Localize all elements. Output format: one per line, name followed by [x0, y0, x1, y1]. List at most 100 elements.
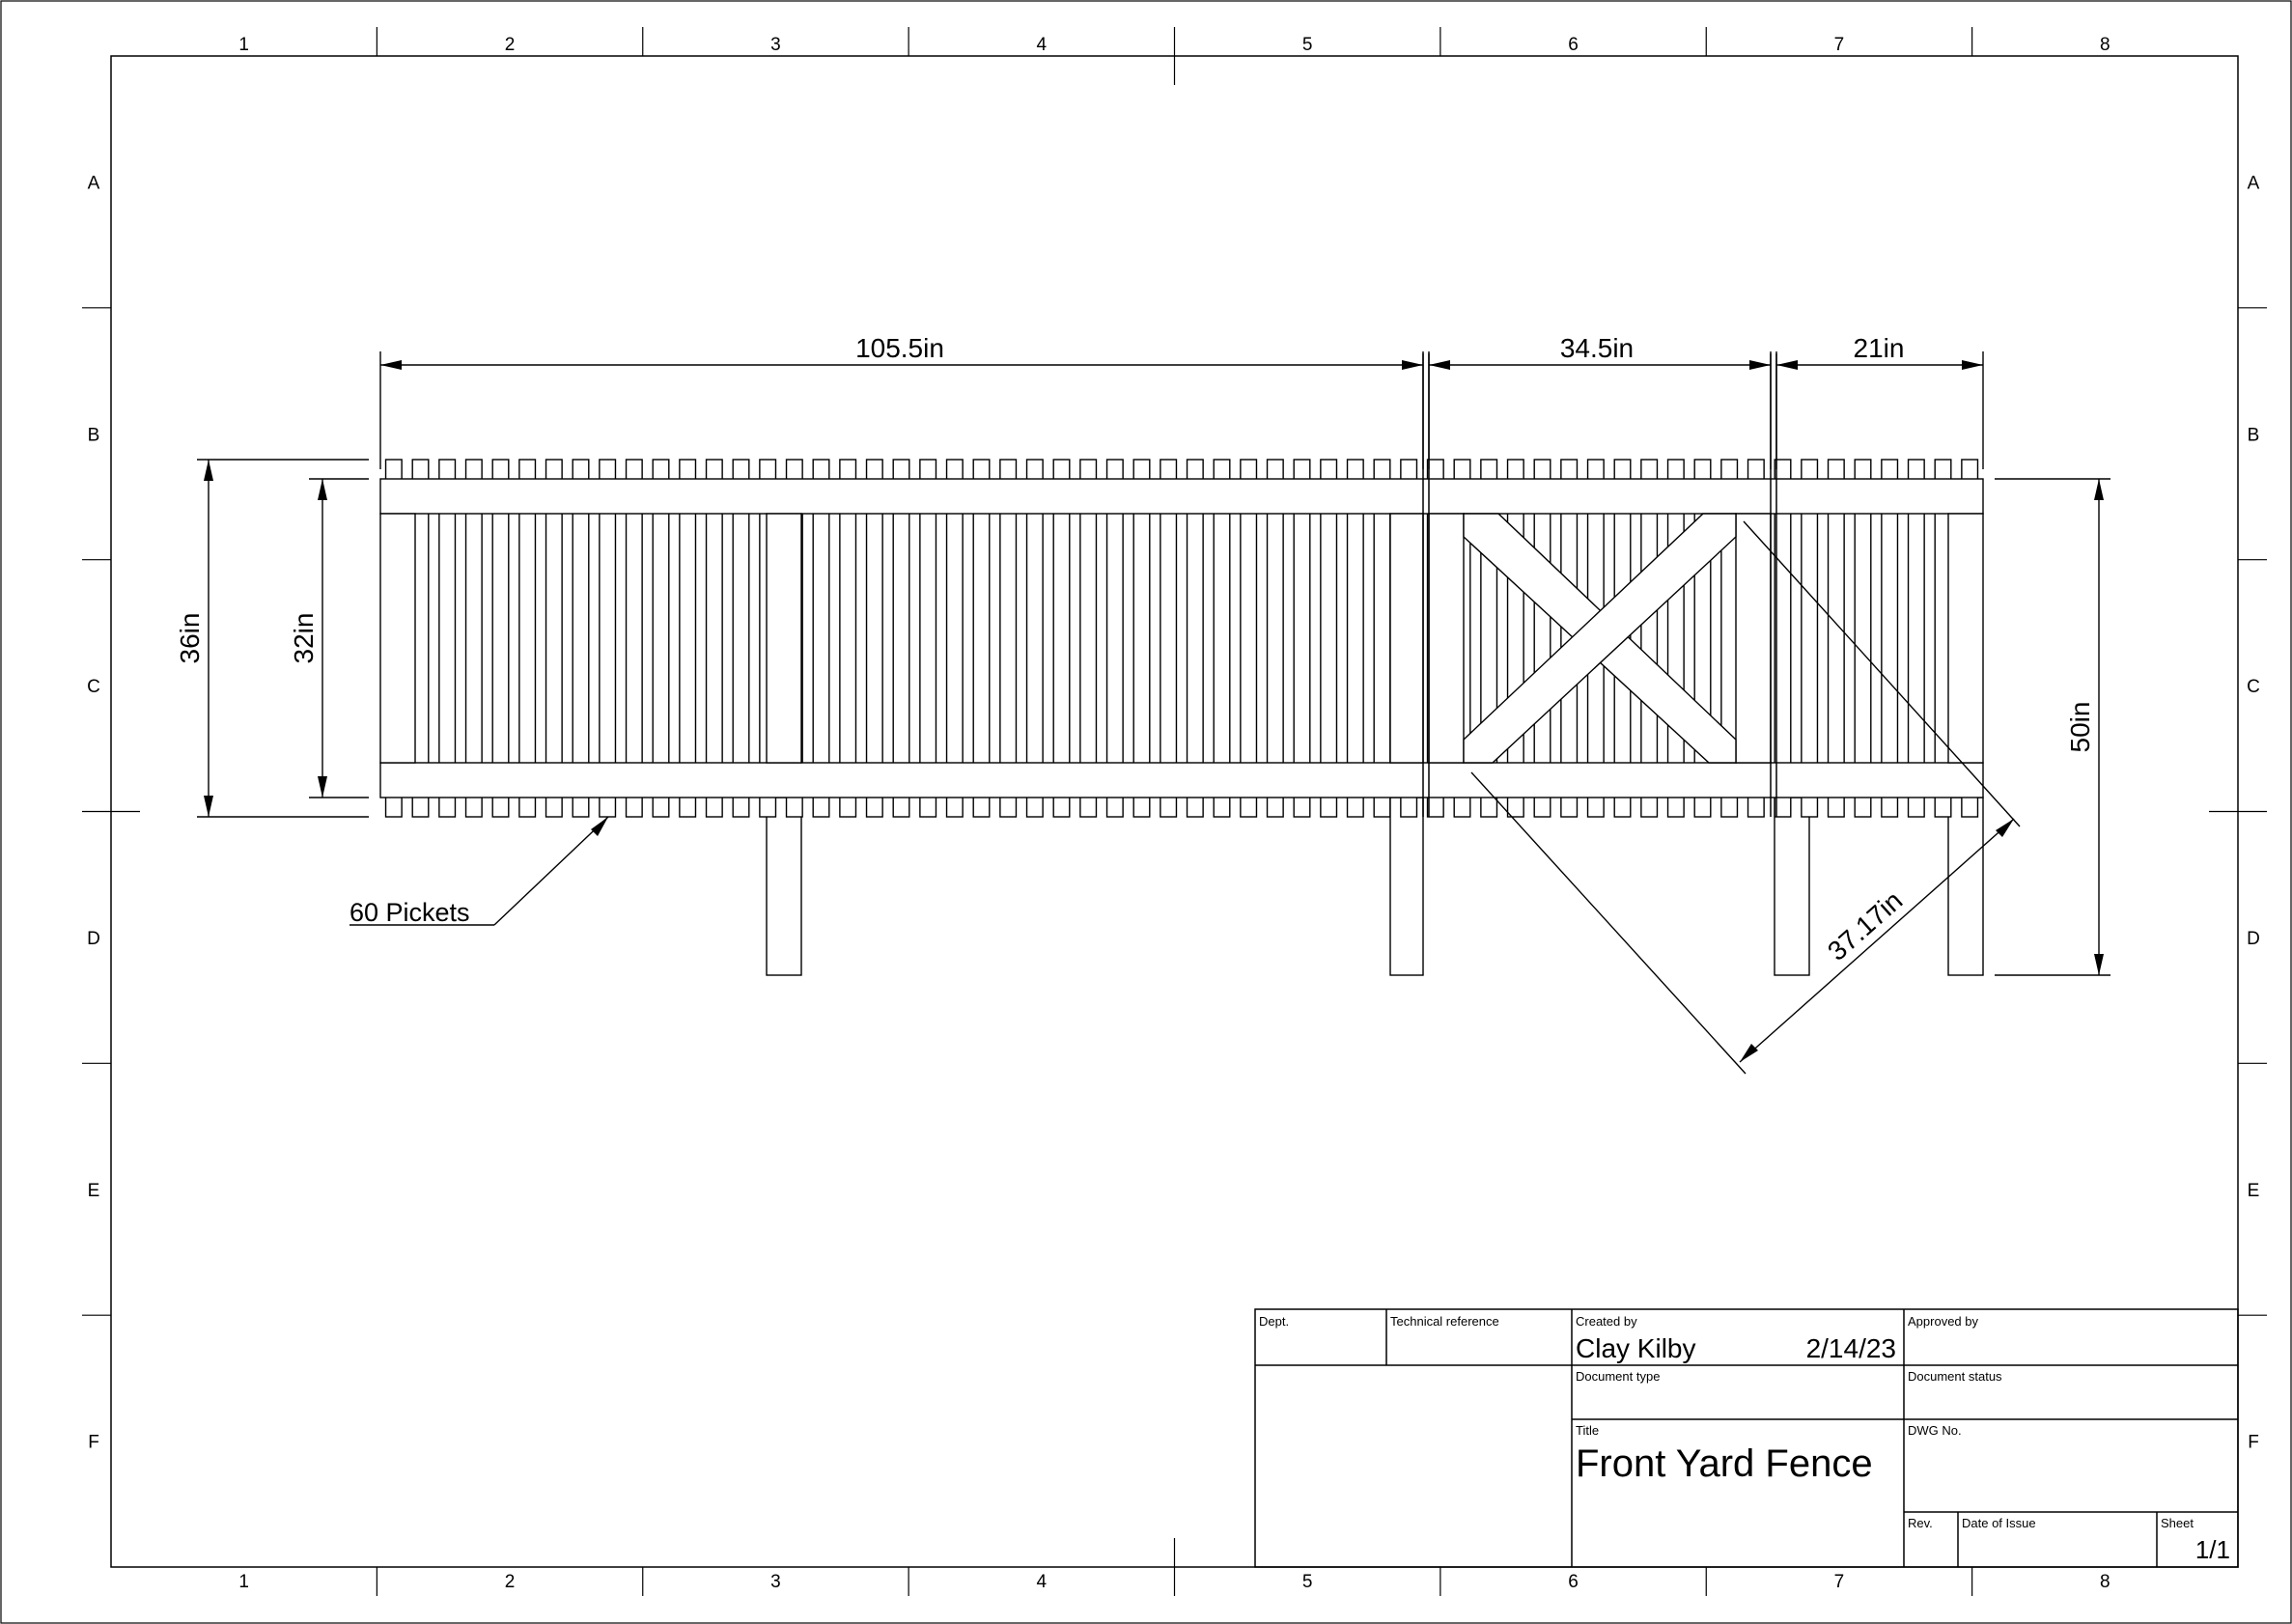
fence-elevation	[379, 353, 1984, 976]
zone-label-row: D	[87, 929, 100, 949]
picket	[1801, 459, 1819, 818]
picket	[1105, 459, 1124, 818]
dim-label-34: 34.5in	[1560, 333, 1634, 363]
gate-stile	[1428, 513, 1465, 764]
fence-post	[1947, 797, 1984, 976]
zone-label-col: 3	[770, 35, 781, 55]
fence-post	[1389, 797, 1424, 976]
picket	[1160, 459, 1178, 818]
sheet-value: 1/1	[2195, 1535, 2230, 1564]
end-board	[1389, 513, 1424, 764]
zone-label-col: 1	[238, 35, 249, 55]
picket	[464, 459, 483, 818]
zone-label-col: 3	[770, 1572, 781, 1592]
zone-label-col: 4	[1037, 35, 1048, 55]
picket	[892, 459, 910, 818]
picket	[1881, 459, 1899, 818]
dim-label-37: 37.17in	[1822, 885, 1908, 966]
picket	[1640, 459, 1659, 818]
zone-label-row: B	[88, 425, 100, 445]
picket	[705, 459, 723, 818]
picket	[1052, 459, 1071, 818]
picket	[732, 459, 750, 818]
zone-label-col: 7	[1834, 1572, 1845, 1592]
zone-label-row: A	[2248, 173, 2260, 193]
picket	[1774, 459, 1792, 818]
zone-label-col: 2	[505, 1572, 516, 1592]
rev-label: Rev.	[1908, 1516, 1933, 1530]
zone-label-col: 5	[1302, 1572, 1313, 1592]
dim-label-32: 32in	[289, 613, 319, 664]
picket	[518, 459, 537, 818]
zone-label-row: B	[2248, 425, 2260, 445]
created-by-label: Created by	[1576, 1314, 1637, 1329]
picket	[1266, 459, 1284, 818]
bottom-rail	[379, 762, 1984, 798]
picket	[1907, 459, 1925, 818]
sheet-label: Sheet	[2161, 1516, 2194, 1530]
zone-label-row: E	[88, 1181, 100, 1201]
fence-post	[1774, 797, 1810, 976]
picket	[1132, 459, 1151, 818]
picket	[865, 459, 883, 818]
picket	[679, 459, 697, 818]
picket	[1293, 459, 1311, 818]
zone-label-col: 6	[1568, 1572, 1579, 1592]
picket	[1854, 459, 1872, 818]
picket	[1186, 459, 1204, 818]
dim-line-37	[1739, 818, 2015, 1063]
picket	[438, 459, 457, 818]
approved-by-label: Approved by	[1908, 1314, 1978, 1329]
picket	[1346, 459, 1364, 818]
zone-label-col: 4	[1037, 1572, 1048, 1592]
gate-brace	[1463, 513, 1737, 764]
end-board	[379, 513, 416, 764]
top-rail	[379, 478, 1984, 515]
zone-label-col: 8	[2100, 1572, 2110, 1592]
zone-label-col: 7	[1834, 35, 1845, 55]
picket	[1320, 459, 1338, 818]
zone-label-row: C	[87, 677, 100, 697]
title-block: Dept. Technical reference Created by Cla…	[1254, 1308, 2239, 1568]
picket	[625, 459, 643, 818]
picket	[1025, 459, 1044, 818]
picket	[972, 459, 991, 818]
dim-label-50: 50in	[2065, 702, 2095, 753]
picket	[1213, 459, 1231, 818]
zone-label-col: 6	[1568, 35, 1579, 55]
mid-post-board	[766, 513, 802, 764]
dim-label-21: 21in	[1854, 333, 1905, 363]
doc-status-label: Document status	[1908, 1369, 2002, 1384]
zone-label-row: D	[2247, 929, 2260, 949]
picket	[919, 459, 937, 818]
picket	[491, 459, 510, 818]
zone-label-col: 8	[2100, 35, 2110, 55]
zone-label-row: F	[2248, 1433, 2259, 1453]
title-label: Title	[1576, 1423, 1599, 1438]
zone-label-row: E	[2248, 1181, 2260, 1201]
callout-leader	[493, 816, 609, 926]
picket	[812, 459, 830, 818]
picket	[1533, 459, 1551, 818]
created-by-value: Clay Kilby	[1576, 1333, 1695, 1363]
picket	[1240, 459, 1258, 818]
picket	[1827, 459, 1845, 818]
dim-label-36: 36in	[175, 613, 205, 664]
end-board	[1947, 513, 1984, 764]
picket	[652, 459, 670, 818]
picket	[545, 459, 563, 818]
picket	[839, 459, 857, 818]
picket	[999, 459, 1018, 818]
zone-label-col: 5	[1302, 35, 1313, 55]
created-date: 2/14/23	[1806, 1333, 1896, 1363]
fence-post	[766, 797, 802, 976]
title-value: Front Yard Fence	[1576, 1442, 1873, 1485]
dept-label: Dept.	[1259, 1314, 1289, 1329]
gate-stile	[1735, 513, 1772, 764]
